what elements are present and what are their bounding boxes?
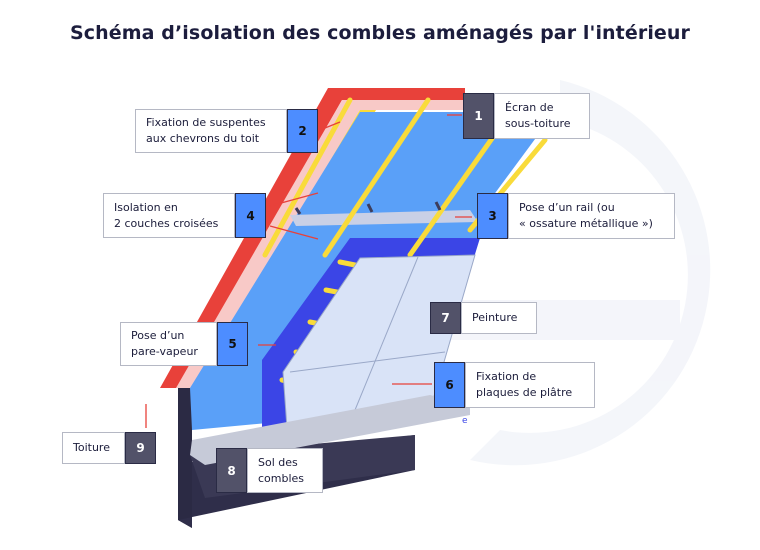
badge-9: 9 xyxy=(125,432,156,464)
callout-6-text: Fixation de plaques de plâtre xyxy=(465,362,595,408)
badge-5: 5 xyxy=(217,322,248,366)
callout-8-text: Sol des combles xyxy=(247,448,323,493)
badge-2: 2 xyxy=(287,109,318,153)
rail-fixings xyxy=(294,201,442,215)
callout-arrows xyxy=(145,114,472,428)
badge-8: 8 xyxy=(216,448,247,493)
callout-2-text: Fixation de suspentes aux chevrons du to… xyxy=(135,109,287,153)
callout-7-text: Peinture xyxy=(461,302,537,334)
callout-5-text: Pose d’un pare-vapeur xyxy=(120,322,217,366)
badge-6: 6 xyxy=(434,362,465,408)
callout-1-text: Écran de sous-toiture xyxy=(494,93,590,139)
plaster-joints xyxy=(289,256,446,411)
callout-3-text: Pose d’un rail (ou « ossature métallique… xyxy=(508,193,675,239)
attic-floor xyxy=(190,395,470,465)
page-title: Schéma d’isolation des combles aménagés … xyxy=(69,22,691,44)
knee-wall xyxy=(178,388,192,528)
watermark-mark: e xyxy=(462,416,468,426)
badge-7: 7 xyxy=(430,302,461,334)
badge-3: 3 xyxy=(477,193,508,239)
badge-4: 4 xyxy=(235,193,266,238)
callout-4-text: Isolation en 2 couches croisées xyxy=(103,193,235,238)
callout-9-text: Toiture xyxy=(62,432,125,464)
badge-1: 1 xyxy=(463,93,494,139)
